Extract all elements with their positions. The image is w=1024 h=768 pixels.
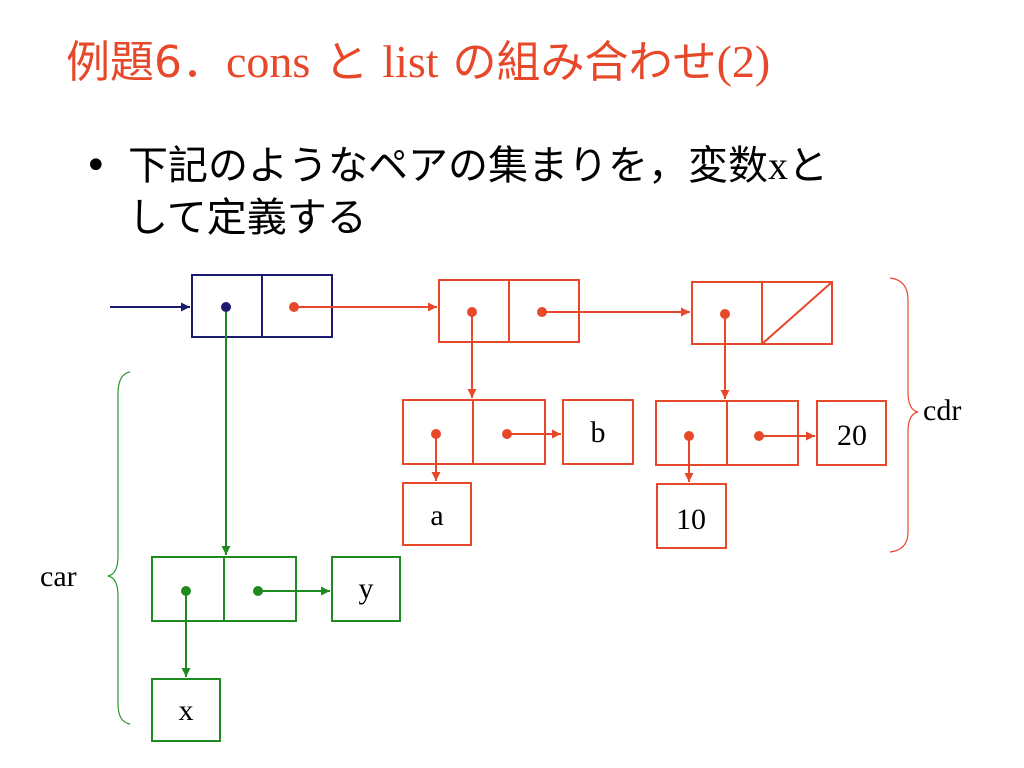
pair-10-20-cdr-cell <box>726 400 799 466</box>
bullet-item: • 下記のようなペアの集まりを，変数xと して定義する <box>84 140 1008 244</box>
atom-b-box <box>562 399 634 465</box>
title-list: list <box>382 36 439 87</box>
bullet-marker: • <box>84 143 108 189</box>
atom-x-label: x <box>179 694 194 727</box>
title-cons: cons <box>226 36 311 87</box>
pair-a-b <box>402 399 546 465</box>
cdr-label: cdr <box>923 394 961 427</box>
atom-10-box <box>656 483 727 549</box>
top-pair-car-dot <box>221 302 231 312</box>
title-middle: の組み合わせ <box>438 37 717 88</box>
cdr-brace <box>889 277 919 553</box>
pair-10-20 <box>655 400 799 466</box>
bullet-line1-var: x <box>768 143 788 188</box>
atom-a-box <box>402 482 472 546</box>
title-particle: と <box>310 37 383 88</box>
bullet-line1-prefix: 下記のようなペアの集まりを，変数 <box>128 143 768 189</box>
bullet-list: • 下記のようなペアの集まりを，変数xと して定義する <box>84 140 1008 244</box>
car-brace <box>107 371 131 725</box>
pair-x-y <box>151 556 297 622</box>
title-prefix: 例題6． <box>66 37 226 88</box>
list-pair-2-cdr-cell <box>761 281 833 345</box>
atom-a-label: a <box>430 499 443 532</box>
atom-20-box <box>816 400 887 466</box>
atom-b-label: b <box>591 416 606 449</box>
bullet-line2: して定義する <box>128 195 367 241</box>
pair-x-y-cdr-cell <box>223 556 297 622</box>
pair-a-b-cdr-cell <box>472 399 546 465</box>
title-suffix: (2) <box>716 36 771 87</box>
slide-title: 例題6．cons と list の組み合わせ(2) <box>66 36 770 89</box>
list-pair-2 <box>691 281 833 345</box>
nil-slash <box>761 281 833 345</box>
atom-x-box <box>151 678 221 742</box>
atom-y-box <box>331 556 401 622</box>
car-label: car <box>40 560 77 593</box>
atom-10-label: 10 <box>676 503 706 536</box>
atom-y-label: y <box>359 572 374 605</box>
atom-20-label: 20 <box>837 419 867 452</box>
bullet-line1-suffix: と <box>788 143 828 189</box>
